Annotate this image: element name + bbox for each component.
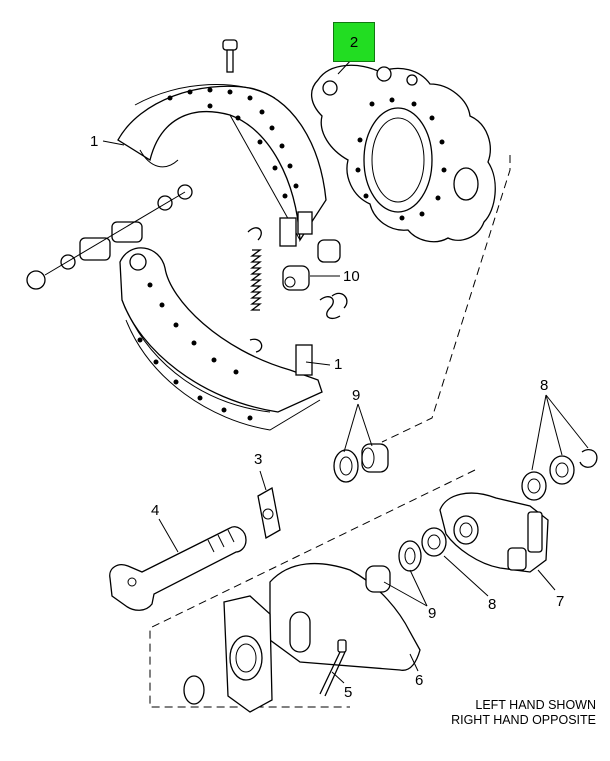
callout-9-lower[interactable]: 9 [428,605,437,622]
callout-8-lower[interactable]: 8 [488,596,497,613]
camshaft-washers [421,448,598,557]
return-spring [247,227,263,353]
callout-10[interactable]: 10 [343,268,360,285]
note-line-2: RIGHT HAND OPPOSITE [451,713,596,727]
callout-1-lower[interactable]: 1 [334,356,343,373]
camshaft-bushings-upper [333,443,389,483]
callout-7[interactable]: 7 [556,593,565,610]
camshaft-bushings-lower [365,540,422,593]
cam-roller [282,239,348,320]
bracket-bolt [319,639,347,697]
brake-spider [311,64,496,243]
callout-9-upper[interactable]: 9 [352,387,361,404]
orientation-note: LEFT HAND SHOWN RIGHT HAND OPPOSITE [451,698,596,728]
anchor-pins-and-clips [26,184,193,290]
brake-shoe-lower [119,247,323,431]
callout-4[interactable]: 4 [151,502,160,519]
callout-2-highlight[interactable]: 2 [333,22,375,62]
callout-8-upper[interactable]: 8 [540,377,549,394]
callout-5[interactable]: 5 [344,684,353,701]
note-line-1: LEFT HAND SHOWN [475,698,596,712]
callout-1-upper[interactable]: 1 [90,133,99,150]
leader-lines [102,57,589,684]
camshaft-washer-plate [257,486,281,540]
shoe-retaining-bolt [222,39,238,73]
callout-6[interactable]: 6 [415,672,424,689]
slack-adjuster [439,492,549,573]
callout-3[interactable]: 3 [254,451,263,468]
brake-shoe-upper [117,83,327,247]
chamber-bracket [183,562,421,713]
callout-2: 2 [349,34,359,51]
camshaft [109,526,247,611]
